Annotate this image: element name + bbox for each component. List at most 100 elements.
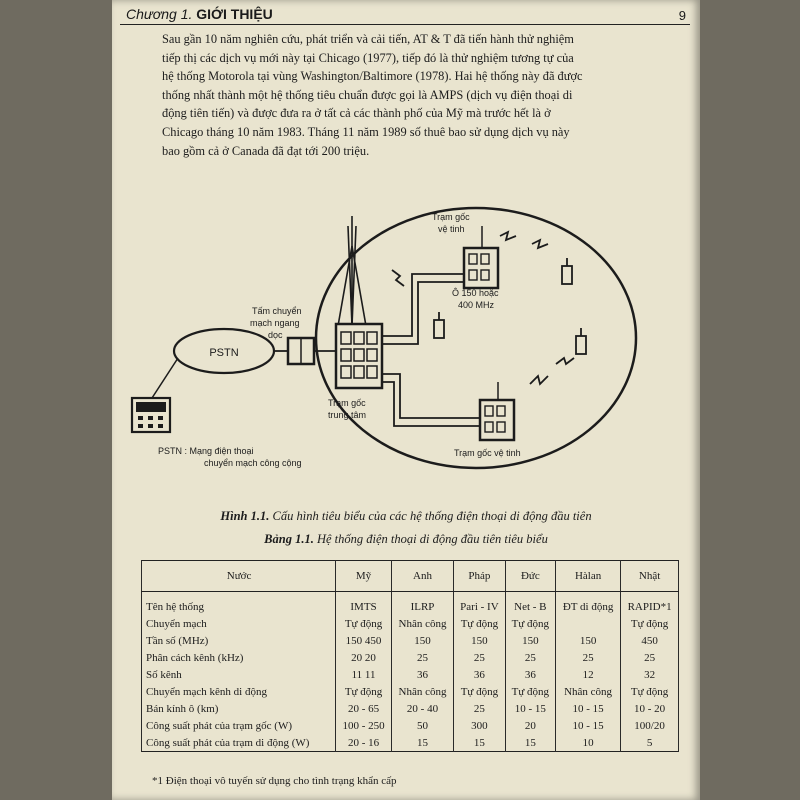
central-antenna	[337, 216, 367, 327]
table-cell: 32	[620, 666, 679, 683]
table-cell: 150 450	[335, 632, 392, 649]
table-cell: Nhân công	[554, 683, 622, 700]
table-cell: ILRP	[390, 591, 455, 615]
table-cell: 11 11	[335, 666, 392, 683]
footnote: *1 Điện thoại vô tuyến sử dụng cho tình …	[152, 775, 397, 787]
table-cell: Net - B	[504, 591, 557, 615]
table-row: Bán kính ô (km) 20 - 65 20 - 40 25 10 - …	[140, 700, 679, 717]
table-cell: Tự động	[620, 615, 679, 632]
chapter-title: Chương 1. GIỚI THIỆU	[126, 6, 273, 22]
column-header: Đức	[504, 560, 557, 592]
table-cell	[554, 615, 622, 632]
row-label: Chuyển mạch	[140, 615, 337, 632]
table-cell: 15	[504, 734, 557, 752]
row-label: Bán kính ô (km)	[140, 700, 337, 717]
central-station-label: trung tâm	[328, 410, 366, 420]
intro-line: thống nhất thành một hệ thống tiêu chuẩn…	[162, 87, 573, 102]
row-label: Chuyển mạch kênh di động	[140, 683, 337, 700]
table-cell: 25	[554, 649, 622, 666]
table-cell: Tự động	[453, 615, 506, 632]
table-cell: 36	[504, 666, 557, 683]
pstn-label: PSTN	[209, 347, 238, 359]
crossbar-label: mạch ngang	[250, 318, 300, 328]
table-row: Số kênh 11 11 36 36 36 12 32	[140, 666, 679, 683]
crossbar-switch-icon	[274, 336, 336, 366]
table-cell: ĐT di động	[554, 591, 622, 615]
intro-line: động tiên tiến) và được đưa ra ở tất cả …	[162, 106, 551, 121]
table-cell: Tự động	[504, 683, 557, 700]
table-cell: 20	[504, 717, 557, 734]
table-cell: 10 - 15	[504, 700, 557, 717]
column-header: Nhật	[620, 560, 679, 592]
crossbar-label: Tấm chuyển	[252, 306, 302, 316]
satellite-station-bottom-icon	[478, 382, 516, 442]
central-station-label: Trạm gốc	[328, 398, 366, 408]
pstn-cloud	[172, 327, 276, 375]
systems-table: Nước Mỹ Anh Pháp Đức Hàlan Nhật Tên hệ t…	[140, 560, 679, 752]
table-cell: Nhân công	[390, 683, 455, 700]
table-cell: Tự động	[335, 615, 392, 632]
table-cell: 10	[554, 734, 622, 752]
table-cell: 10 - 15	[554, 717, 622, 734]
cell-boundary	[314, 206, 638, 470]
table-cell: 100/20	[620, 717, 679, 734]
table-row: Phân cách kênh (kHz) 20 20 25 25 25 25 2…	[140, 649, 679, 666]
row-label: Số kênh	[140, 666, 337, 683]
table-cell: 36	[453, 666, 506, 683]
column-header: Mỹ	[335, 560, 392, 592]
table-cell: 50	[390, 717, 455, 734]
trunk-links	[382, 273, 480, 427]
table-cell: 150	[390, 632, 455, 649]
table-cell: 25	[390, 649, 455, 666]
column-header: Nước	[140, 560, 337, 592]
table-cell: 100 - 250	[335, 717, 392, 734]
satellite-station-top-icon	[462, 226, 500, 290]
row-label: Công suất phát của trạm gốc (W)	[140, 717, 337, 734]
row-label: Phân cách kênh (kHz)	[140, 649, 337, 666]
book-page: Chương 1. GIỚI THIỆU 9 Sau gần 10 năm ng…	[112, 0, 700, 800]
intro-paragraph: Sau gần 10 năm nghiên cứu, phát triển và…	[162, 30, 674, 160]
figure-caption: Hình 1.1. Cấu hình tiêu biểu của các hệ …	[220, 509, 592, 523]
table-cell: 20 20	[335, 649, 392, 666]
table-row: Công suất phát của trạm gốc (W) 100 - 25…	[140, 717, 679, 734]
frequency-label: 400 MHz	[458, 300, 495, 310]
table-cell: 25	[620, 649, 679, 666]
table-row: Chuyển mạch Tự động Nhân công Tự động Tự…	[140, 615, 679, 632]
table-row: Tần số (MHz) 150 450 150 150 150 150 450	[140, 632, 679, 649]
table-cell: 25	[453, 700, 506, 717]
table-cell: Tự động	[504, 615, 557, 632]
table-cell: Tự động	[453, 683, 506, 700]
legend-line: chuyển mạch công cộng	[204, 458, 302, 468]
telephone-icon	[130, 357, 179, 434]
page-number: 9	[678, 8, 686, 23]
table-cell: Pari - IV	[453, 591, 506, 615]
table-cell: 150	[453, 632, 506, 649]
table-cell: 20 - 65	[335, 700, 392, 717]
table-cell: 36	[390, 666, 455, 683]
intro-line: hệ thống Motorola tại vùng Washington/Ba…	[162, 69, 583, 84]
table-cell: Tự động	[335, 683, 392, 700]
table-cell: 5	[620, 734, 679, 752]
page-header: Chương 1. GIỚI THIỆU 9	[120, 4, 690, 25]
column-header: Pháp	[453, 560, 506, 592]
table-cell: Nhân công	[390, 615, 455, 632]
crossbar-label: dọc	[268, 330, 283, 340]
intro-line: Sau gần 10 năm nghiên cứu, phát triển và…	[162, 32, 574, 46]
table-cell: 25	[504, 649, 557, 666]
intro-line: tiếp thị các dịch vụ mới này tại Chicago…	[162, 50, 574, 65]
satellite-top-label: Trạm gốc	[432, 212, 470, 222]
table-header-row: Nước Mỹ Anh Pháp Đức Hàlan Nhật	[140, 560, 679, 592]
table-cell: 10 - 20	[620, 700, 679, 717]
table-cell: 15	[390, 734, 455, 752]
table-caption: Bảng 1.1. Hệ thống điện thoại di động đầ…	[264, 532, 548, 546]
table-cell: 10 - 15	[554, 700, 622, 717]
table-cell: 12	[554, 666, 622, 683]
table-cell: Tự động	[620, 683, 679, 700]
row-label: Tên hệ thống	[140, 591, 337, 615]
table-cell: 20 - 16	[335, 734, 392, 752]
table-cell: 25	[453, 649, 506, 666]
satellite-top-label: vệ tinh	[438, 224, 465, 234]
column-header: Hàlan	[554, 560, 622, 592]
frequency-label: Ô 150 hoặc	[452, 288, 499, 298]
network-diagram: PSTN Trạm gốc vệ tinh Ô 150 hoặc 400 MHz…	[130, 206, 638, 470]
